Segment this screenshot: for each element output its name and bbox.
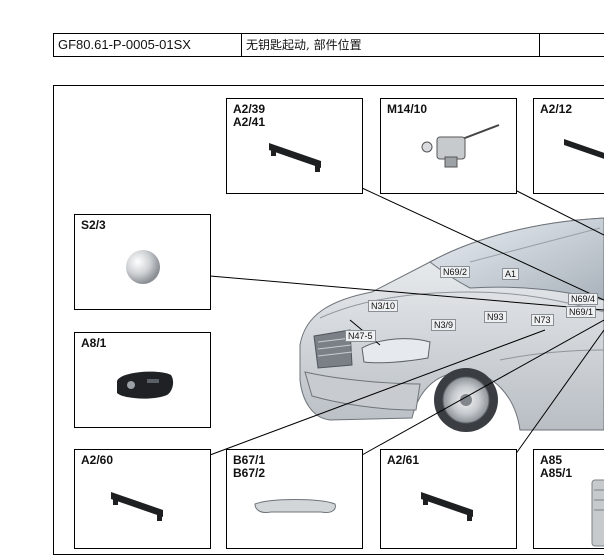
component-label: S2/3 <box>81 218 106 232</box>
callout-n93: N93 <box>484 311 507 323</box>
antenna-bar-icon <box>421 492 473 521</box>
door-handle-sensor-icon <box>254 499 336 513</box>
component-box-a2-60: A2/60 <box>74 449 211 549</box>
antenna-bar-icon <box>564 139 604 159</box>
antenna-module-icon <box>591 479 604 547</box>
antenna-bar-icon <box>269 143 321 172</box>
component-label: A2/12 <box>540 102 573 116</box>
document-title: 无钥匙起动, 部件位置 <box>242 34 540 56</box>
component-box-a8-1: A8/1 <box>74 332 211 428</box>
component-box-s2-3: S2/3 <box>74 214 211 310</box>
component-label: A2/60 <box>81 453 114 467</box>
callout-n69-1: N69/1 <box>566 306 597 318</box>
component-label: M14/10 <box>387 102 428 116</box>
component-box-a2-12: A2/12 <box>533 98 604 194</box>
document-header-table: GF80.61-P-0005-01SX 无钥匙起动, 部件位置 <box>53 33 604 57</box>
steering-lock-actuator-icon <box>421 124 500 168</box>
callout-n47-5: N47-5 <box>345 330 376 342</box>
callout-a1: A1 <box>502 268 520 280</box>
callout-n3-9: N3/9 <box>431 319 457 331</box>
callout-n3-10: N3/10 <box>368 300 399 312</box>
component-box-m14-10: M14/10 <box>380 98 517 194</box>
callout-n73: N73 <box>531 314 554 326</box>
component-box-a2-61: A2/61 <box>380 449 517 549</box>
callout-n69-4: N69/4 <box>568 293 599 305</box>
document-id: GF80.61-P-0005-01SX <box>54 34 242 56</box>
start-stop-button-icon <box>126 250 160 284</box>
antenna-bar-icon <box>111 492 163 521</box>
key-fob-icon <box>117 371 174 399</box>
component-label: A8/1 <box>81 336 107 350</box>
component-label: A2/61 <box>387 453 420 467</box>
callout-n69-2: N69/2 <box>440 266 471 278</box>
